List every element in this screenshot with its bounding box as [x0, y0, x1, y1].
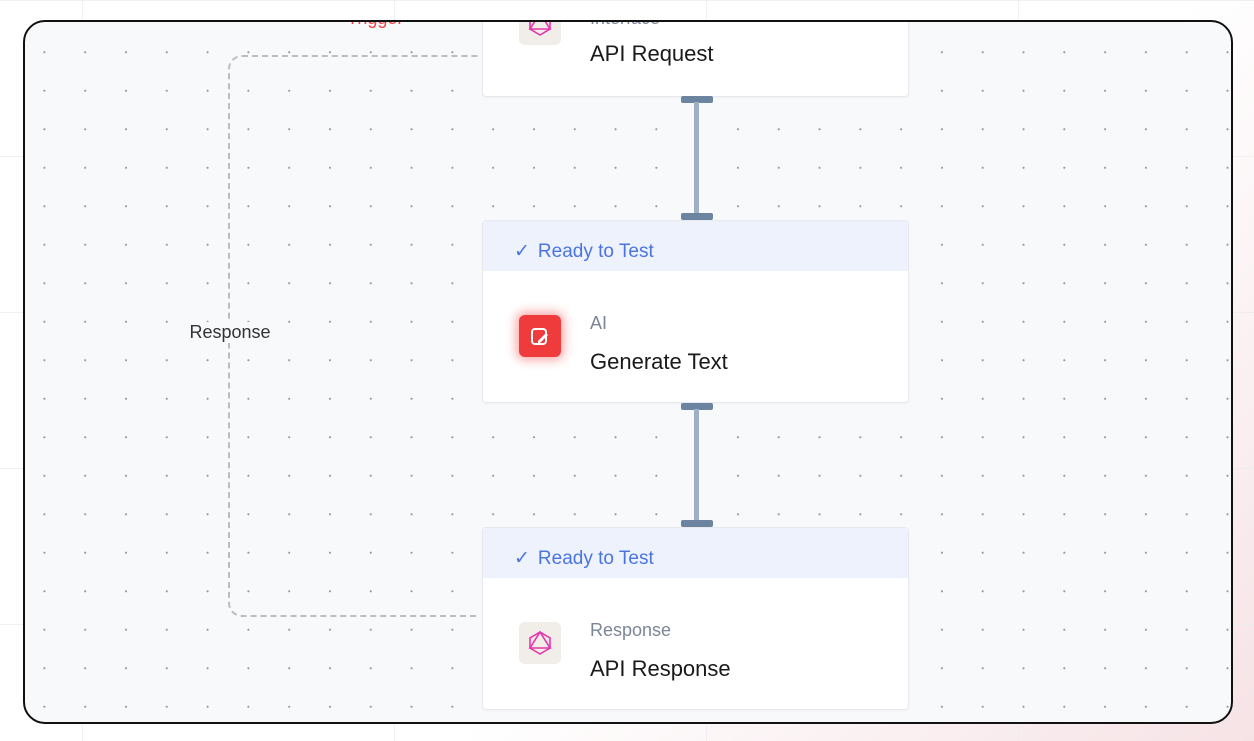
- ai-text-icon: [519, 315, 561, 357]
- workflow-canvas[interactable]: Trigger Response Interface API Request ✓…: [23, 20, 1233, 724]
- check-icon: ✓: [514, 241, 530, 262]
- trigger-label: Trigger: [347, 22, 403, 29]
- status-text: Ready to Test: [537, 240, 654, 262]
- node-title: API Response: [590, 656, 731, 681]
- node-status: ✓ Ready to Test: [483, 528, 908, 578]
- status-text: Ready to Test: [537, 547, 654, 569]
- check-icon: ✓: [514, 548, 530, 569]
- node-title: Generate Text: [590, 349, 728, 374]
- node-category: Response: [590, 620, 672, 640]
- node-input-handle[interactable]: [681, 213, 713, 220]
- graphql-icon: [519, 22, 561, 45]
- node-api-request[interactable]: Interface API Request: [482, 22, 909, 97]
- node-category: Interface: [590, 22, 660, 29]
- edge-connector: [694, 102, 699, 214]
- node-status: ✓ Ready to Test: [483, 221, 908, 271]
- node-output-handle[interactable]: [681, 96, 713, 103]
- node-category: AI: [590, 313, 608, 333]
- node-generate-text[interactable]: ✓ Ready to Test AI Generate Text: [482, 220, 909, 403]
- node-title: API Request: [590, 41, 714, 66]
- node-input-handle[interactable]: [681, 520, 713, 527]
- response-edge-label: Response: [175, 322, 285, 343]
- node-output-handle[interactable]: [681, 403, 713, 410]
- edge-connector: [694, 409, 699, 521]
- graphql-icon: [519, 622, 561, 664]
- node-api-response[interactable]: ✓ Ready to Test Response API Response: [482, 527, 909, 710]
